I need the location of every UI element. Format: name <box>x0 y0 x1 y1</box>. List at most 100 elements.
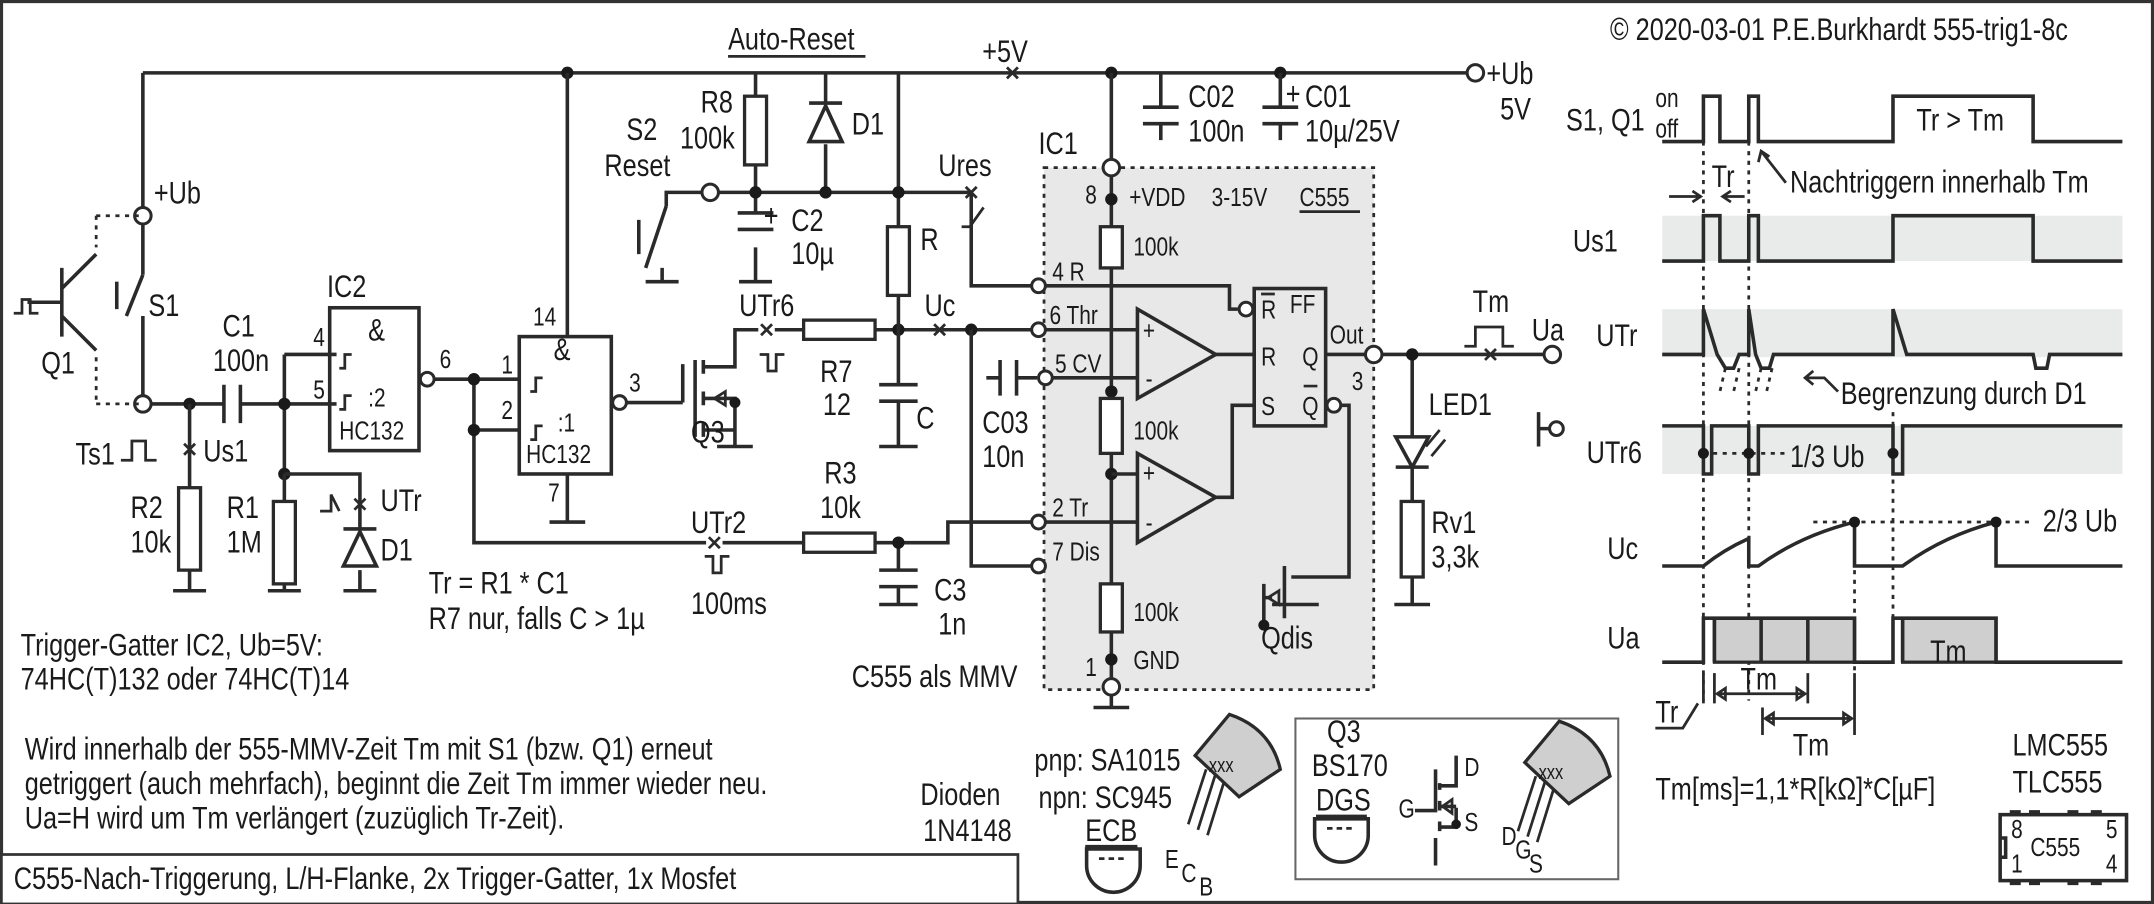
r8-value: 100k <box>680 121 735 156</box>
c1-capacitor <box>222 384 243 424</box>
pnp-label: pnp: SA1015 <box>1034 743 1180 778</box>
ff-label: FF <box>1290 291 1316 320</box>
flipflop <box>1252 286 1328 428</box>
timing-tr-b: Tr <box>1655 695 1678 730</box>
chip-label: C555 <box>2030 834 2080 863</box>
r-timing-resistor <box>885 225 912 298</box>
r7-value: 12 <box>823 387 851 422</box>
us1-label: Us1 <box>203 434 248 469</box>
ic3-gate: 14 & 1 2 :1 HC132 7 3 <box>501 72 697 524</box>
gate-note-1: Trigger-Gatter IC2, Ub=5V: <box>21 628 323 663</box>
r-label: R <box>920 222 938 257</box>
to92-d: D <box>1501 823 1516 852</box>
ic3-and: & <box>554 332 571 367</box>
d1-diode <box>340 527 380 568</box>
r7-label: R7 <box>820 354 852 389</box>
r8-label: R8 <box>701 85 733 120</box>
d1-reset-label: D1 <box>852 107 884 142</box>
c02-value: 100n <box>1188 114 1244 149</box>
qdis-label: Qdis <box>1261 621 1313 656</box>
pin-e: E <box>1165 846 1179 875</box>
c3-value: 1n <box>938 607 966 642</box>
ua-label: Ua <box>1532 313 1564 348</box>
c2-label: C2 <box>791 203 823 238</box>
gate-note-2: 74HC(T)132 oder 74HC(T)14 <box>21 662 350 697</box>
ic1-pin1: 1 <box>1085 654 1097 683</box>
ff-s: S <box>1261 393 1275 422</box>
q1-label: Q1 <box>41 346 75 381</box>
to92-g: G <box>1515 837 1531 866</box>
utr6-waveform <box>1662 424 2123 476</box>
ic3-pin3: 3 <box>629 369 641 398</box>
timing-tm-c: Tm <box>1793 728 1829 763</box>
r3-value: 10k <box>820 490 861 525</box>
uc-label: Uc <box>925 288 956 323</box>
tlc555-label: TLC555 <box>2013 765 2103 800</box>
lmc555-label: LMC555 <box>2013 728 2109 763</box>
copyright: © 2020-03-01 P.E.Burkhardt 555-trig1-8c <box>1610 12 2068 47</box>
ic3-pin1: 1 <box>501 352 513 381</box>
ua-waveform <box>1662 616 2123 664</box>
supply-rail: Auto-Reset +5V +Ub 5V C02 100n + C01 10µ… <box>142 22 1533 149</box>
timing-uc: Uc <box>1607 532 1638 567</box>
timing-ua: Ua <box>1607 621 1639 656</box>
ic2-type: HC132 <box>339 418 404 447</box>
utr2-pulse: 100ms <box>691 586 767 621</box>
tr-network: UTr2 100ms R3 10k C3 1n <box>691 329 1285 642</box>
to92-mosfet-icon: xxx <box>1516 719 1612 843</box>
timing-tr-gt-tm: Tr > Tm <box>1916 103 2004 138</box>
c2-plus: + <box>764 199 779 234</box>
timing-third: 1/3 Ub <box>1790 440 1864 475</box>
ic2-pin5: 5 <box>313 376 325 405</box>
mosfet-d: D <box>1464 754 1479 783</box>
dgs-label: DGS <box>1316 783 1371 818</box>
transistor-marking: xxx <box>1209 753 1234 776</box>
comparator-icon <box>1135 306 1220 546</box>
dip8-chip-icon: C555 8 1 5 4 <box>1998 810 2129 886</box>
s1-waveform <box>1662 94 2123 144</box>
s2-label: S2 <box>626 113 657 148</box>
ic2-div: :2 <box>368 385 385 414</box>
led1-icon <box>1392 435 1432 471</box>
ecb-label: ECB <box>1085 813 1137 848</box>
ic1-pin7: 7 Dis <box>1052 538 1100 567</box>
timing-two-third: 2/3 Ub <box>2043 504 2117 539</box>
q3-mosfet-icon: Q3 UTr6 R7 12 Uc <box>691 288 1039 450</box>
ff-rbar: R <box>1261 297 1276 326</box>
timing-tm-b: Tm <box>1741 662 1777 697</box>
r2-value: 10k <box>131 525 172 560</box>
title-box <box>0 853 1020 904</box>
ic1-vdd: +VDD <box>1129 184 1185 213</box>
r1-label: R1 <box>227 490 259 525</box>
ic2-pin4: 4 <box>313 324 325 353</box>
ic1-name: IC1 <box>1039 126 1078 161</box>
ts1-label: Ts1 <box>76 437 115 472</box>
us1-waveform <box>1662 213 2123 263</box>
mosfet-symbol-icon <box>1414 755 1461 866</box>
ic3-pin14: 14 <box>533 304 556 333</box>
timing-tr: Tr <box>1712 159 1735 194</box>
led1-label: LED1 <box>1429 387 1492 422</box>
ic1-pin3: 3 <box>1352 368 1364 397</box>
timing-formula: Tm[ms]=1,1*R[kΩ]*C[µF] <box>1655 772 1935 807</box>
reset-network: R8 100k D1 S2 Reset C2 10µ + Ures R C <box>604 72 1039 449</box>
ic3-div: :1 <box>558 409 575 438</box>
mmv-label: C555 als MMV <box>852 659 1018 694</box>
timing-clamp: Begrenzung durch D1 <box>1841 376 2087 411</box>
diodes-label: Dioden <box>920 777 1000 812</box>
diagram-title: C555-Nach-Triggerung, L/H-Flanke, 2x Tri… <box>14 861 737 896</box>
r3-resistor <box>801 531 877 554</box>
qdis-mosfet-icon <box>1258 566 1319 631</box>
r1-resistor <box>271 499 297 586</box>
d1-reset-diode <box>806 101 845 144</box>
r1-value: 1M <box>227 525 262 560</box>
ic1-pin8: 8 <box>1085 181 1097 210</box>
timing-tm-a: Tm <box>1930 635 1966 670</box>
schmitt-icon <box>530 376 543 442</box>
c3-label: C3 <box>934 573 966 608</box>
description-3: Ua=H wird um Tm verlängert (zuzüglich Tr… <box>25 801 565 836</box>
ub-voltage: 5V <box>1500 92 1531 127</box>
ic2-pin6: 6 <box>440 346 452 375</box>
utr-label: UTr <box>381 483 423 518</box>
